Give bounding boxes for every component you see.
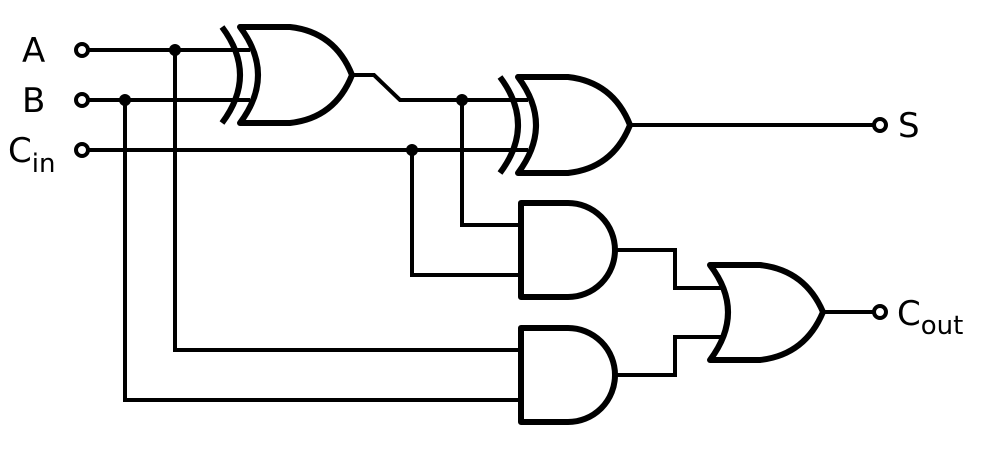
junctions [119, 44, 468, 156]
wire-xor1-to-and1 [460, 100, 525, 227]
xor-gate-1 [219, 24, 355, 126]
wire-a-to-and2 [173, 50, 525, 352]
terminal-b [74, 92, 90, 108]
label-a: A [22, 31, 45, 71]
wire-cin-to-and1 [410, 150, 525, 277]
terminal-s [872, 117, 888, 133]
terminal-a [74, 42, 90, 58]
wire-b-to-and2 [123, 100, 525, 402]
label-cin-main: C [8, 131, 32, 171]
junction-xor1-out [456, 94, 468, 106]
xor-gate-2 [497, 74, 633, 176]
and-gate-2 [518, 325, 618, 425]
label-b: B [22, 81, 45, 121]
terminal-cin [74, 142, 90, 158]
label-cout-sub: out [921, 311, 964, 341]
terminals [74, 42, 888, 320]
or-gate [707, 262, 826, 363]
wire-and2-to-or [615, 335, 725, 377]
terminal-cout [872, 304, 888, 320]
label-cout-main: C [897, 294, 921, 334]
junction-a [169, 44, 181, 56]
wires [82, 48, 880, 402]
and-gate-1 [518, 200, 618, 300]
label-s: S [898, 106, 920, 146]
label-cout: Cout [897, 294, 963, 341]
junction-b [119, 94, 131, 106]
label-cin-sub: in [32, 149, 56, 179]
wire-and1-to-or [615, 248, 725, 290]
label-cin: Cin [8, 131, 55, 179]
junction-cin [406, 144, 418, 156]
